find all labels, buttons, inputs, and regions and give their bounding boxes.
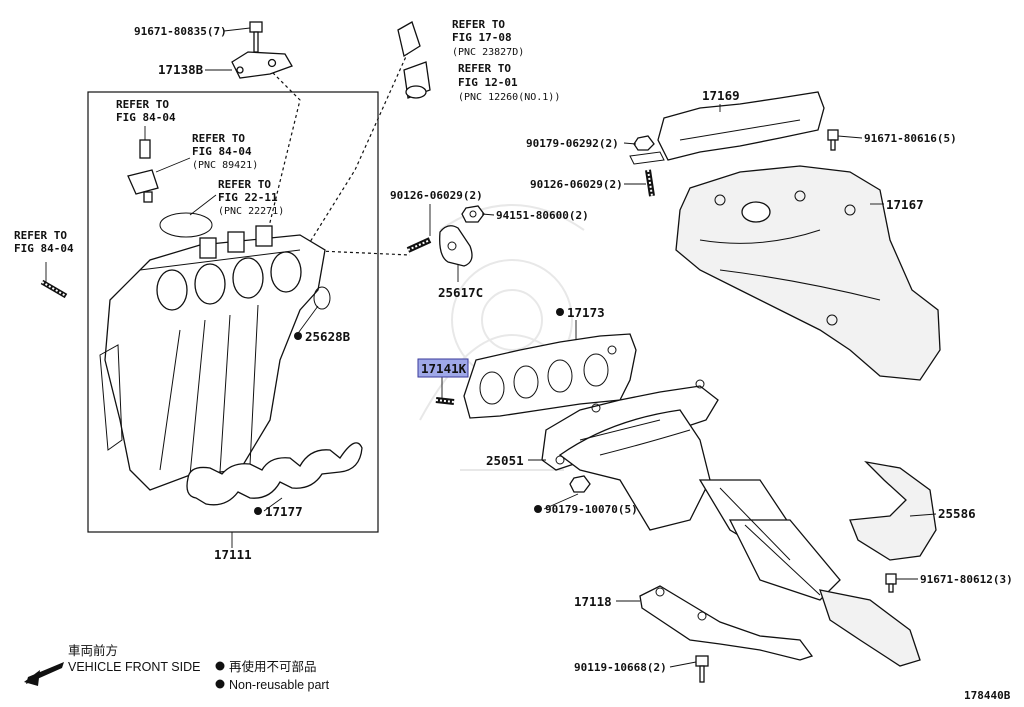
label-17138b[interactable]: 17138B: [158, 62, 204, 77]
oring-25628b[interactable]: [313, 286, 331, 310]
nut-90179-06292[interactable]: [629, 135, 665, 165]
gasket-ring-22271[interactable]: [159, 212, 213, 238]
svg-text:REFER TO: REFER TO: [458, 62, 511, 75]
label-17111[interactable]: 17111: [214, 547, 252, 562]
hose-12260[interactable]: [403, 61, 431, 99]
svg-text:FIG 12-01: FIG 12-01: [458, 76, 518, 89]
gasket-17177[interactable]: [186, 442, 363, 506]
label-90119[interactable]: 90119-10668(2): [574, 661, 667, 674]
refer-note-4[interactable]: REFER TO FIG 84-04: [14, 229, 74, 255]
label-25051[interactable]: 25051: [486, 453, 524, 468]
svg-text:REFER TO: REFER TO: [452, 18, 505, 31]
svg-text:FIG 22-11: FIG 22-11: [218, 191, 278, 204]
label-17169[interactable]: 17169: [702, 88, 740, 103]
sensor-89421[interactable]: [127, 139, 159, 203]
non-reusable-mark-90179-10070: [534, 505, 542, 513]
svg-text:(PNC 22271): (PNC 22271): [218, 206, 284, 217]
stud-90126-left[interactable]: [406, 237, 432, 253]
non-reusable-mark-17173: [556, 308, 564, 316]
heat-insulator-17167[interactable]: [675, 165, 941, 381]
svg-text:REFER TO: REFER TO: [14, 229, 67, 242]
direction-label-en: VEHICLE FRONT SIDE: [68, 660, 200, 674]
label-17173[interactable]: 17173: [567, 305, 605, 320]
svg-text:REFER TO: REFER TO: [116, 98, 169, 111]
heat-insulator-17169[interactable]: [657, 91, 825, 161]
label-17167[interactable]: 17167: [886, 197, 924, 212]
stud-left[interactable]: [40, 279, 68, 299]
svg-text:FIG 84-04: FIG 84-04: [14, 242, 74, 255]
stud-90126-right[interactable]: [645, 169, 655, 197]
svg-text:FIG 84-04: FIG 84-04: [116, 111, 176, 124]
bullet-icon: [215, 661, 225, 671]
label-17177[interactable]: 17177: [265, 504, 303, 519]
label-90179-10070[interactable]: 90179-10070(5): [545, 503, 638, 516]
refer-note-1[interactable]: REFER TO FIG 84-04: [116, 98, 176, 124]
exhaust-manifold-25051[interactable]: [541, 379, 921, 667]
bolt-91671-80835[interactable]: [249, 21, 263, 53]
label-91671-80616[interactable]: 91671-80616(5): [864, 132, 957, 145]
plate-25617c[interactable]: [439, 225, 473, 267]
intake-manifold-17111[interactable]: [99, 225, 326, 491]
non-reusable-mark-25628b: [294, 332, 302, 340]
label-91671-80835[interactable]: 91671-80835(7): [134, 25, 227, 38]
bracket-17118[interactable]: [639, 585, 814, 661]
heat-insulator-25586[interactable]: [849, 461, 937, 561]
svg-text:REFER TO: REFER TO: [218, 178, 271, 191]
svg-text:(PNC 89421): (PNC 89421): [192, 160, 258, 171]
non-reusable-label-en: Non-reusable part: [229, 678, 330, 692]
label-90179-06292[interactable]: 90179-06292(2): [526, 137, 619, 150]
bullet-icon: [215, 679, 225, 689]
svg-text:(PNC 23827D): (PNC 23827D): [452, 47, 524, 58]
refer-note-2[interactable]: REFER TO FIG 84-04 (PNC 89421): [192, 132, 258, 171]
svg-text:FIG 84-04: FIG 84-04: [192, 145, 252, 158]
bolt-91671-80612[interactable]: [885, 573, 897, 593]
label-25617c[interactable]: 25617C: [438, 285, 483, 300]
highlight-17141k: [417, 358, 469, 378]
arrow-left-icon: [24, 662, 64, 686]
bracket-17138b[interactable]: [231, 51, 293, 79]
svg-text:(PNC 12260(NO.1)): (PNC 12260(NO.1)): [458, 92, 560, 103]
label-90126-right[interactable]: 90126-06029(2): [530, 178, 623, 191]
refer-note-5[interactable]: REFER TO FIG 17-08 (PNC 23827D): [452, 18, 524, 58]
direction-label-cn: 車両前方: [68, 643, 118, 658]
label-25586[interactable]: 25586: [938, 506, 976, 521]
non-reusable-label-cn: 再使用不可部品: [229, 659, 317, 674]
hose-23827d[interactable]: [397, 21, 421, 58]
intake-manifold-assembly-box: [87, 91, 379, 533]
bolt-90119[interactable]: [695, 655, 709, 683]
stud-17141k[interactable]: [435, 397, 455, 405]
label-17141k[interactable]: 17141K: [421, 361, 467, 376]
label-94151[interactable]: 94151-80600(2): [496, 209, 589, 222]
label-25628b[interactable]: 25628B: [305, 329, 351, 344]
nut-90179-10070[interactable]: [569, 475, 591, 493]
svg-text:REFER TO: REFER TO: [192, 132, 245, 145]
gasket-17173[interactable]: [463, 333, 637, 419]
refer-note-6[interactable]: REFER TO FIG 12-01 (PNC 12260(NO.1)): [458, 62, 560, 103]
non-reusable-legend: 再使用不可部品 Non-reusable part: [215, 659, 330, 692]
front-direction-legend: 車両前方 VEHICLE FRONT SIDE: [24, 643, 200, 686]
diagram-id: 178440B: [964, 689, 1011, 702]
nut-94151[interactable]: [461, 205, 485, 223]
bolt-91671-80616[interactable]: [827, 129, 839, 151]
svg-text:FIG 17-08: FIG 17-08: [452, 31, 512, 44]
label-17118[interactable]: 17118: [574, 594, 612, 609]
label-90126-left[interactable]: 90126-06029(2): [390, 189, 483, 202]
non-reusable-mark-17177: [254, 507, 262, 515]
label-91671-80612[interactable]: 91671-80612(3): [920, 573, 1013, 586]
refer-note-3[interactable]: REFER TO FIG 22-11 (PNC 22271): [218, 178, 284, 217]
